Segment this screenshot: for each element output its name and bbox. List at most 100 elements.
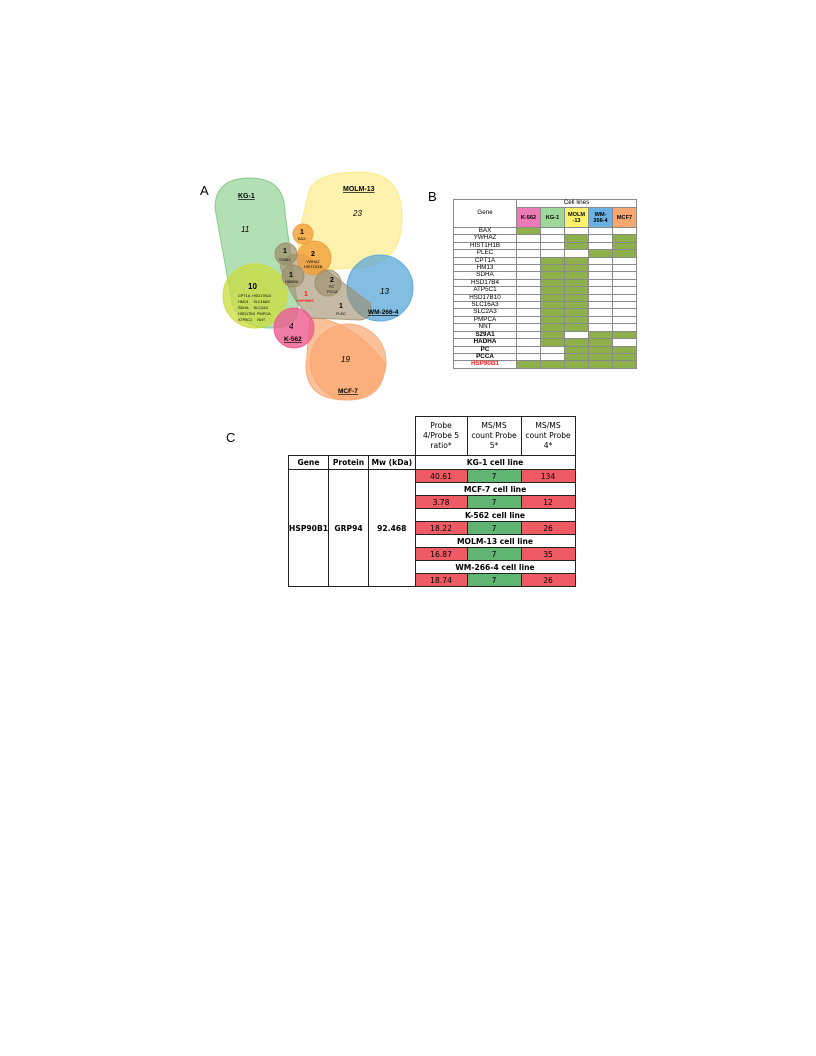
ratio-value: 16.87 (414, 547, 468, 561)
presence-cell (612, 271, 637, 280)
presence-cell (516, 338, 541, 347)
presence-cell (516, 293, 541, 303)
presence-cell (516, 226, 541, 236)
gene-hadha: HADHA (285, 280, 299, 284)
table-row: HSD17B10 (453, 293, 637, 303)
presence-cell (588, 241, 613, 251)
gene-name: HADHA (453, 338, 517, 347)
cell-lines-header: Cell lines (516, 199, 637, 208)
count-probe5-value: 7 (466, 469, 522, 483)
presence-cell (540, 301, 565, 310)
presence-cell (588, 278, 613, 288)
presence-cell (564, 278, 589, 288)
presence-cell (540, 226, 565, 236)
count-probe4-value: 12 (520, 495, 576, 509)
cell-line-header-label-2: -13 (572, 217, 581, 224)
presence-cell (540, 234, 565, 243)
presence-cell (612, 301, 637, 310)
presence-cell (516, 256, 541, 266)
presence-cell (564, 249, 589, 258)
presence-cell (516, 286, 541, 295)
venn-region-pc (314, 269, 342, 297)
genes-ten-3: SDHA SLC2A3 (238, 306, 268, 310)
blank-gene (289, 417, 329, 456)
gene-s29: S29A1 (279, 258, 290, 262)
presence-cell (540, 278, 565, 288)
genes-ten-4: HSD17B4 PMPCA (238, 312, 271, 316)
presence-cell (564, 352, 589, 362)
presence-cell (564, 345, 589, 354)
presence-cell (612, 315, 637, 325)
gene-name: HSP90B1 (453, 360, 517, 369)
count-kg1: 11 (241, 225, 249, 234)
table-row: ATP5C1 (453, 286, 637, 295)
presence-cell (540, 271, 565, 280)
gene-pc-2: PCCA (327, 290, 338, 294)
presence-cell (588, 323, 613, 332)
cell-line-header-3: WM-266-4 (588, 207, 613, 228)
presence-cell (588, 286, 613, 295)
count-wm2664: 13 (380, 287, 389, 296)
genes-ten-2: HM13 SLC16A3 (238, 300, 270, 304)
presence-cell (516, 323, 541, 332)
count-probe4-value: 134 (520, 469, 576, 483)
venn-diagram: KG-1 11 MOLM-13 23 13 WM-266-4 4 K-562 1… (214, 171, 414, 401)
blank-mw (369, 417, 416, 456)
blank-protein (329, 417, 369, 456)
ratio-value: 3.78 (414, 495, 468, 509)
presence-cell (516, 301, 541, 310)
header-count5-l1: MS/MS (481, 421, 507, 430)
table-row: PC (453, 345, 637, 354)
presence-cell (588, 330, 613, 340)
presence-cell (564, 264, 589, 273)
count-mcf7: 19 (341, 355, 350, 364)
presence-cell (516, 352, 541, 362)
panel-letter-b: B (428, 189, 437, 204)
count-s29: 1 (283, 248, 287, 255)
label-mcf7: MCF-7 (338, 388, 358, 395)
presence-cell (516, 241, 541, 251)
gene-bax: BAX (298, 237, 306, 241)
presence-cell (516, 360, 541, 369)
table-row: HM13 (453, 264, 637, 273)
presence-cell (612, 241, 637, 251)
cell-line-header-label: MOLM (567, 211, 586, 218)
count-probe4-value: 26 (520, 573, 576, 587)
presence-cell (588, 256, 613, 266)
header-count5: MS/MS count Probe 5* (466, 416, 522, 456)
count-plec: 1 (339, 303, 343, 310)
count-bax: 1 (300, 229, 304, 236)
table-row: HADHA (453, 338, 637, 347)
presence-cell (516, 330, 541, 340)
presence-cell (612, 330, 637, 340)
presence-cell (564, 293, 589, 303)
presence-cell (612, 286, 637, 295)
venn-region-mcf7-circle (309, 323, 387, 401)
header-count4-l2: count Probe (525, 431, 571, 440)
table-row: HSP90B1 (453, 360, 637, 369)
section-title: KG-1 cell line (414, 455, 576, 470)
presence-cell (564, 330, 589, 340)
presence-cell (612, 249, 637, 258)
table-row: SLC2A3 (453, 308, 637, 317)
gene-pc-1: PC (329, 285, 335, 289)
protein-cell: GRP94 (328, 469, 370, 587)
presence-cell (540, 256, 565, 266)
ratio-value: 18.74 (414, 573, 468, 587)
presence-cell (612, 352, 637, 362)
venn-region-hadha (281, 264, 305, 288)
table-row: PCCA (453, 352, 637, 362)
presence-cell (612, 256, 637, 266)
header-count4-l3: 4* (543, 441, 553, 450)
presence-cell (588, 352, 613, 362)
presence-cell (516, 308, 541, 317)
protein-col-header: Protein (328, 455, 370, 470)
venn-region-ywhaz (296, 240, 332, 276)
presence-cell (540, 264, 565, 273)
cell-line-header-label: WM- (594, 211, 607, 218)
venn-region-s29 (274, 242, 298, 266)
count-k562: 4 (289, 322, 294, 331)
